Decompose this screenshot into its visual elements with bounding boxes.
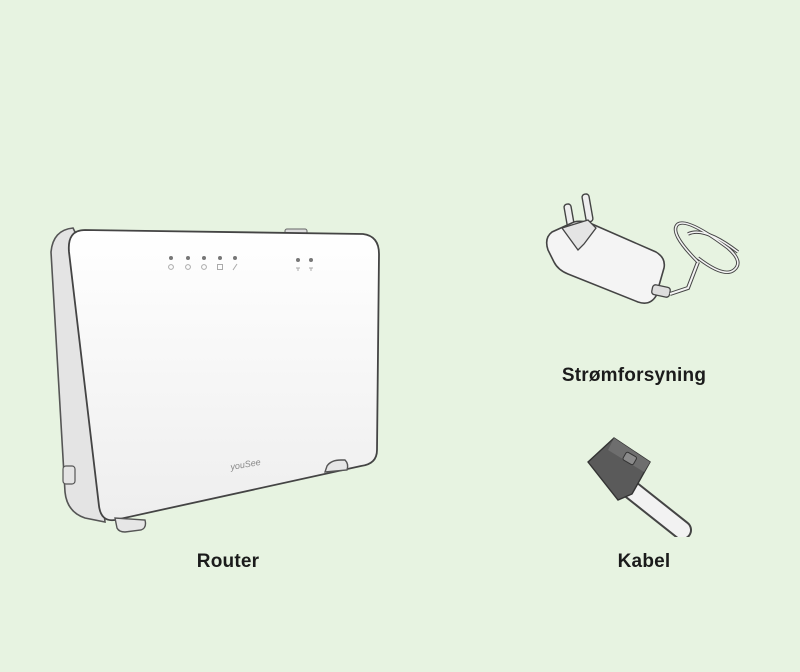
power-supply-label: Strømforsyning (561, 365, 707, 386)
power-supply-illustration (538, 192, 748, 317)
router-label: Router (196, 551, 260, 572)
cable-label: Kabel (617, 551, 671, 572)
router-illustration: youSee (45, 222, 385, 542)
cable-illustration (580, 432, 695, 537)
